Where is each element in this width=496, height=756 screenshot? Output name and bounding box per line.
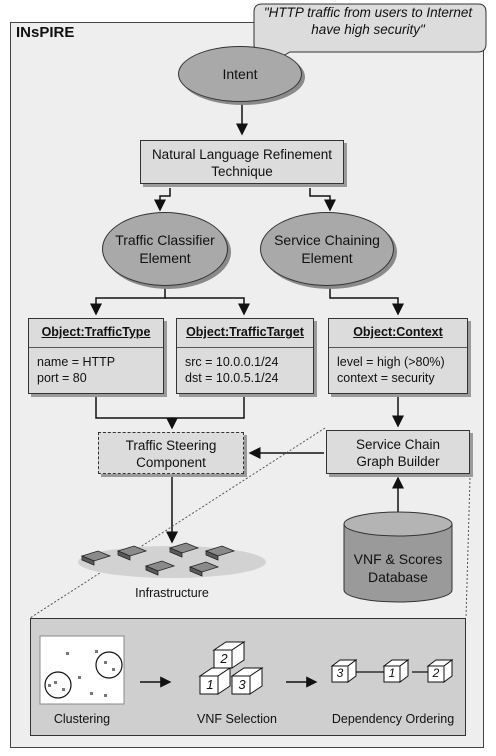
clustering-label: Clustering bbox=[53, 712, 111, 726]
classifier-line1: Traffic Classifier bbox=[115, 232, 215, 248]
clustering-plot bbox=[39, 635, 125, 705]
vnf-selection-label: VNF Selection bbox=[197, 712, 277, 726]
intent-quote-line2: have high security" bbox=[311, 22, 425, 37]
chaining-line1: Service Chaining bbox=[274, 232, 380, 248]
chaining-line2: Element bbox=[301, 250, 353, 266]
object-traffictype-header: Object:TrafficType bbox=[29, 319, 163, 348]
diagram-title: INsPIRE bbox=[16, 24, 75, 41]
nlr-line2: Technique bbox=[211, 164, 273, 179]
object-context-header: Object:Context bbox=[329, 319, 467, 348]
switch-icons bbox=[80, 542, 236, 577]
vnf-cube-3-label: 3 bbox=[238, 677, 246, 692]
intent-quote: "HTTP traffic from users to Internet hav… bbox=[258, 4, 478, 38]
nlr-line1: Natural Language Refinement bbox=[151, 147, 333, 162]
infrastructure-label: Infrastructure bbox=[135, 586, 209, 600]
database-cylinder bbox=[343, 511, 453, 603]
object-traffictype-line2: port = 80 bbox=[37, 371, 87, 385]
object-context: Object:Context level = high (>80%) conte… bbox=[328, 318, 468, 394]
database-line2: Database bbox=[368, 569, 428, 585]
vnf-cube-2-label: 2 bbox=[220, 651, 228, 666]
graph-builder-box: Service Chain Graph Builder bbox=[326, 430, 470, 474]
dependency-ordering-cubes bbox=[330, 659, 454, 683]
object-traffictype: Object:TrafficType name = HTTP port = 80 bbox=[28, 318, 164, 394]
intent-label: Intent bbox=[222, 66, 258, 82]
nlr-box: Natural Language Refinement Technique bbox=[140, 140, 344, 184]
classifier-line2: Element bbox=[139, 250, 191, 266]
steering-line2: Component bbox=[136, 455, 206, 470]
order-cube-1-label: 1 bbox=[388, 666, 396, 680]
object-traffictarget-header: Object:TrafficTarget bbox=[177, 319, 313, 348]
intent-quote-line1: "HTTP traffic from users to Internet bbox=[263, 5, 473, 20]
intent-node: Intent bbox=[178, 46, 302, 102]
classifier-node: Traffic Classifier Element bbox=[102, 212, 228, 286]
object-traffictype-line1: name = HTTP bbox=[37, 355, 116, 369]
object-context-line1: level = high (>80%) bbox=[337, 355, 445, 369]
traffic-steering-box: Traffic Steering Component bbox=[98, 432, 244, 474]
database-line1: VNF & Scores bbox=[353, 551, 443, 567]
chaining-node: Service Chaining Element bbox=[260, 212, 394, 286]
object-traffictarget-line1: src = 10.0.0.1/24 bbox=[185, 355, 279, 369]
builder-line1: Service Chain bbox=[355, 437, 441, 452]
vnf-selection-cubes bbox=[198, 641, 264, 695]
order-cube-2-label: 2 bbox=[432, 666, 440, 680]
vnf-cube-1-label: 1 bbox=[206, 677, 214, 692]
builder-line2: Graph Builder bbox=[356, 454, 440, 469]
object-traffictarget-line2: dst = 10.0.5.1/24 bbox=[185, 371, 279, 385]
object-context-line2: context = security bbox=[337, 371, 435, 385]
steering-line1: Traffic Steering bbox=[125, 438, 217, 453]
object-traffictarget: Object:TrafficTarget src = 10.0.0.1/24 d… bbox=[176, 318, 314, 394]
order-cube-3-label: 3 bbox=[336, 666, 344, 680]
database-label: VNF & Scores Database bbox=[344, 550, 452, 586]
dependency-ordering-label: Dependency Ordering bbox=[331, 712, 455, 726]
